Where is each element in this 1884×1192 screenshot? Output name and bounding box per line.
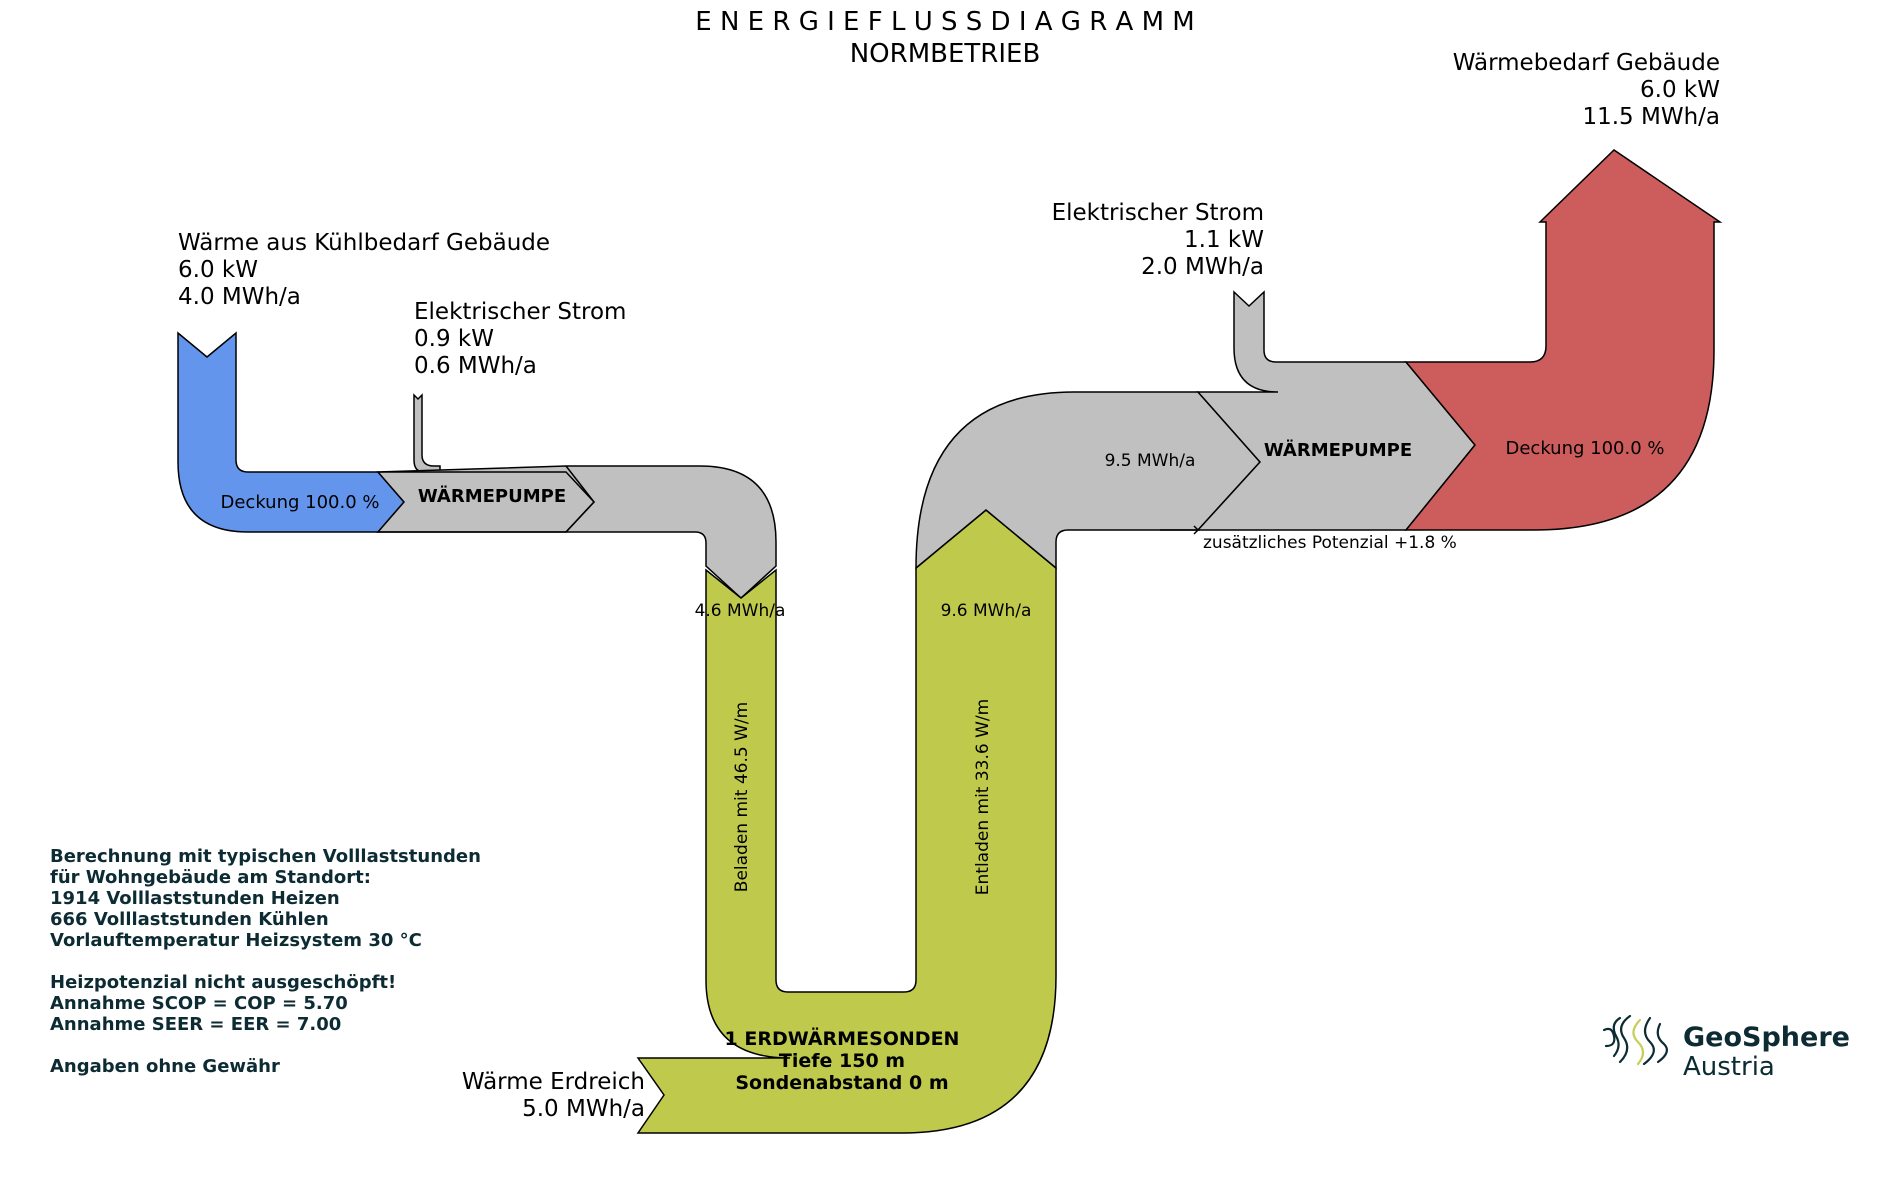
probes-depth: Tiefe 150 m <box>779 1050 905 1072</box>
potential-arrow <box>1160 525 1200 535</box>
heating-electricity-label: Elektrischer Strom <box>1052 200 1264 226</box>
probes-spacing: Sondenabstand 0 m <box>735 1072 948 1094</box>
note-line: Annahme SEER = EER = 7.00 <box>50 1014 341 1035</box>
cooling-source-label: Wärme aus Kühlbedarf Gebäude <box>178 230 550 256</box>
diagram-title: E N E R G I E F L U S S D I A G R A M M <box>695 7 1194 37</box>
heat-demand-power: 6.0 kW <box>1640 77 1720 103</box>
ground-heat-energy: 5.0 MWh/a <box>522 1096 645 1122</box>
cooling-electricity-label: Elektrischer Strom <box>414 299 626 325</box>
from-ground-energy: 9.6 MWh/a <box>941 601 1032 621</box>
note-line: Heizpotenzial nicht ausgeschöpft! <box>50 972 396 993</box>
cooling-coverage: Deckung 100.0 % <box>220 492 379 513</box>
cooling-heatpump-arrow-tip <box>565 465 595 533</box>
heat-demand-label: Wärmebedarf Gebäude <box>1453 50 1720 76</box>
logo-subname: Austria <box>1683 1052 1775 1082</box>
cooling-electricity-energy: 0.6 MWh/a <box>414 353 537 379</box>
logo-swirl-icon <box>1602 1014 1668 1066</box>
heating-heatpump-flow <box>915 391 1262 570</box>
into-heatpump-energy: 9.5 MWh/a <box>1105 451 1196 471</box>
probes-count: 1 ERDWÄRMESONDEN <box>725 1026 960 1050</box>
cooling-electricity-power: 0.9 kW <box>414 326 494 352</box>
note-line: 1914 Volllaststunden Heizen <box>50 888 340 909</box>
cooling-heatpump-label: WÄRMEPUMPE <box>418 485 566 507</box>
charge-label: Beladen mit 46.5 W/m <box>732 702 752 892</box>
note-line: Angaben ohne Gewähr <box>50 1056 280 1077</box>
note-line: Berechnung mit typischen Volllaststunden <box>50 846 481 867</box>
ground-heat-label: Wärme Erdreich <box>462 1069 645 1095</box>
note-line: für Wohngebäude am Standort: <box>50 867 371 888</box>
heating-heatpump-label: WÄRMEPUMPE <box>1264 439 1412 461</box>
heating-demand-flow <box>1404 149 1723 531</box>
discharge-label: Entladen mit 33.6 W/m <box>973 699 993 895</box>
note-line: Vorlauftemperatur Heizsystem 30 °C <box>50 930 422 951</box>
ground-probe-flow <box>636 509 1057 1134</box>
cooling-electricity-flow <box>413 393 441 473</box>
geosphere-logo: GeoSphere Austria <box>1602 1014 1850 1082</box>
heating-electricity-power: 1.1 kW <box>1184 227 1264 253</box>
additional-potential: zusätzliches Potenzial +1.8 % <box>1203 533 1457 553</box>
note-line: 666 Volllaststunden Kühlen <box>50 909 329 930</box>
heating-electricity-flow <box>1196 290 1476 531</box>
to-ground-energy: 4.6 MWh/a <box>695 601 786 621</box>
calculation-notes: Berechnung mit typischen Volllaststunden… <box>50 846 481 1077</box>
cooling-source-power: 6.0 kW <box>178 257 258 283</box>
heat-demand-energy: 11.5 MWh/a <box>1582 104 1720 130</box>
heating-coverage: Deckung 100.0 % <box>1505 438 1664 459</box>
note-line: Annahme SCOP = COP = 5.70 <box>50 993 348 1014</box>
cooling-source-energy: 4.0 MWh/a <box>178 284 301 310</box>
logo-name: GeoSphere <box>1683 1022 1850 1053</box>
heating-electricity-energy: 2.0 MWh/a <box>1141 254 1264 280</box>
cooling-heatpump-flow <box>376 465 777 600</box>
diagram-subtitle: NORMBETRIEB <box>850 39 1041 69</box>
